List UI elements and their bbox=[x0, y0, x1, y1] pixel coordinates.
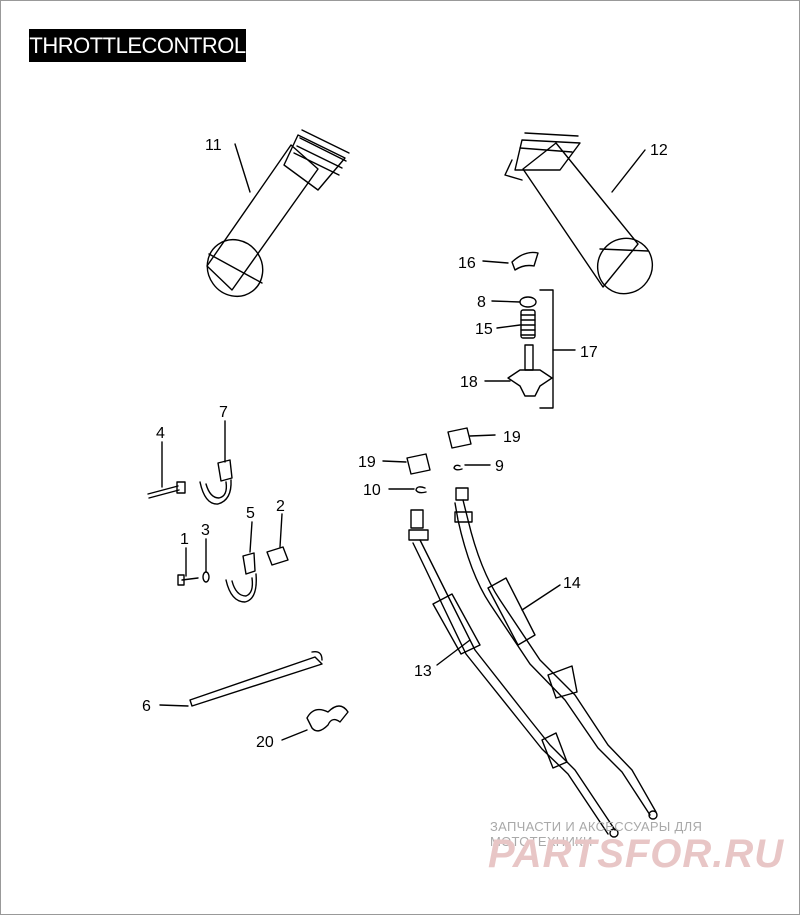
callout-17: 17 bbox=[580, 344, 598, 361]
screw-part bbox=[147, 481, 186, 499]
retainer-part bbox=[519, 296, 537, 308]
watermark-logo: PARTSFOR.RU bbox=[488, 832, 785, 876]
callout-16: 16 bbox=[458, 255, 476, 272]
callout-4: 4 bbox=[156, 425, 165, 442]
adjuster-knob-part bbox=[507, 344, 553, 397]
callout-9: 9 bbox=[495, 458, 504, 475]
clamp-lower bbox=[225, 552, 257, 603]
cable-strap bbox=[189, 650, 323, 707]
callout-19-left: 19 bbox=[358, 454, 376, 471]
clip-part bbox=[511, 251, 539, 271]
callout-20: 20 bbox=[256, 734, 274, 751]
callout-10: 10 bbox=[363, 482, 381, 499]
callout-8: 8 bbox=[477, 294, 486, 311]
callout-15: 15 bbox=[475, 321, 493, 338]
callout-5: 5 bbox=[246, 505, 255, 522]
diagram-title: THROTTLECONTROL bbox=[29, 29, 246, 62]
callout-6: 6 bbox=[142, 698, 151, 715]
callout-18: 18 bbox=[460, 374, 478, 391]
callout-13: 13 bbox=[414, 663, 432, 680]
left-grip bbox=[206, 129, 350, 298]
callout-2: 2 bbox=[276, 498, 285, 515]
callout-11: 11 bbox=[205, 137, 222, 154]
kit-bracket bbox=[539, 289, 554, 409]
callout-7: 7 bbox=[219, 404, 228, 421]
callout-3: 3 bbox=[201, 522, 210, 539]
washer-part bbox=[202, 571, 210, 583]
spring-part bbox=[520, 309, 536, 339]
callout-19-right: 19 bbox=[503, 429, 521, 446]
throttle-cable bbox=[454, 487, 658, 820]
callout-1: 1 bbox=[180, 531, 189, 548]
clip-10 bbox=[415, 486, 427, 494]
cable-clip bbox=[306, 705, 349, 732]
clamp-upper bbox=[199, 459, 233, 505]
watermark-tagline: ЗАПЧАСТИ И АКСЕССУАРЫ ДЛЯ МОТОТЕХНИКИ bbox=[490, 819, 703, 849]
spacer-part bbox=[266, 546, 289, 566]
callout-12: 12 bbox=[650, 142, 668, 159]
idle-cable bbox=[408, 509, 619, 838]
callout-14: 14 bbox=[563, 575, 581, 592]
ferrule-part bbox=[406, 427, 472, 475]
screw-1 bbox=[177, 574, 199, 586]
clip-9 bbox=[453, 464, 463, 471]
right-grip bbox=[504, 132, 654, 295]
